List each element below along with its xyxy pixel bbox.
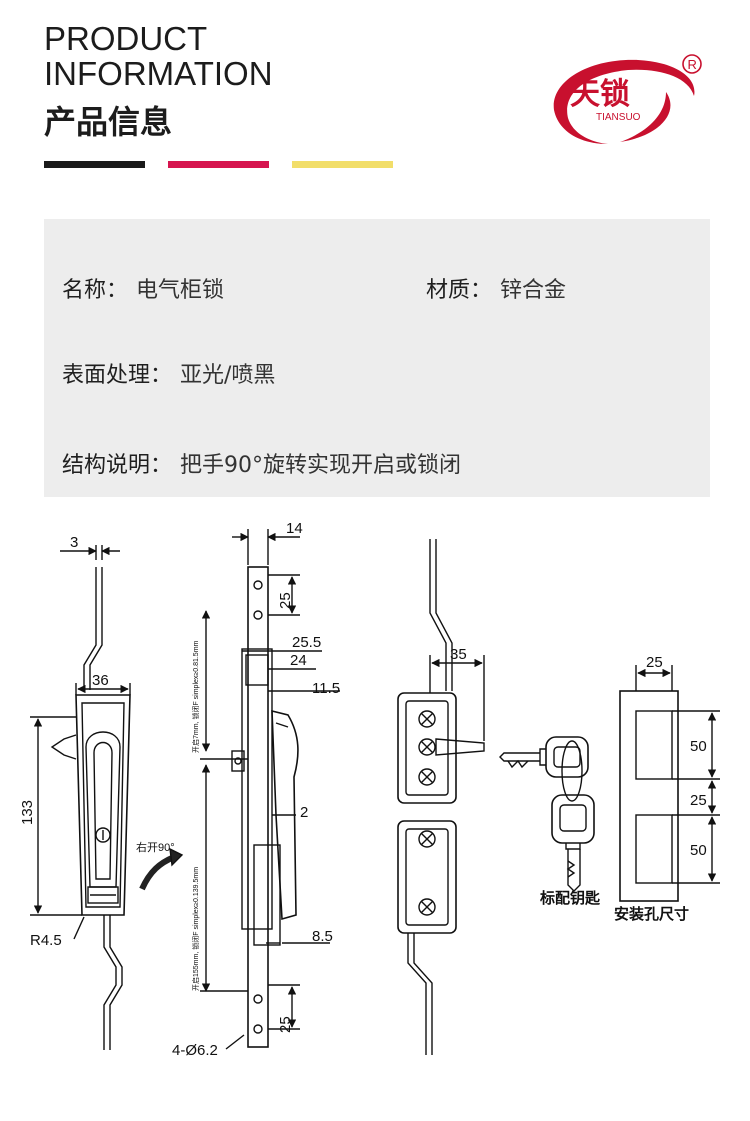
info-panel: 名称： 电气柜锁 材质： 锌合金 表面处理： 亚光/喷黑 结构说明： 把手90°旋转实现… <box>44 219 710 497</box>
mounting-holes <box>619 665 720 902</box>
info-material-row: 材质： 锌合金 <box>426 272 566 304</box>
dim-hole-50b: 50 <box>690 842 707 859</box>
vertical-note-bottom: 开启155mm, 锁闭F simplex≥0.139.5mm <box>191 867 200 991</box>
info-surface-row: 表面处理： 亚光/喷黑 <box>62 357 275 389</box>
info-structure-label: 结构说明： <box>62 453 173 478</box>
info-surface-value: 亚光/喷黑 <box>180 363 276 388</box>
brand-logo: 天锁 TIANSUO R <box>553 54 702 145</box>
info-material-label: 材质： <box>426 278 493 303</box>
rotate-label: 右开90° <box>136 840 175 854</box>
front-view <box>30 545 184 1050</box>
info-name-label: 名称： <box>62 278 129 303</box>
info-name-row: 名称： 电气柜锁 <box>62 272 224 304</box>
hole-label: 安装孔尺寸 <box>614 905 689 923</box>
dim-4-holes: 4-Ø6.2 <box>172 1042 218 1059</box>
dim-2: 2 <box>300 804 308 821</box>
key-label: 标配钥匙 <box>539 889 601 907</box>
dim-25-bottom: 25 <box>277 1016 294 1033</box>
vertical-note-top: 开启7mm, 锁闭F simplex≥0.81.5mm <box>191 640 200 753</box>
info-structure-row: 结构说明： 把手90°旋转实现开启或锁闭 <box>62 447 461 479</box>
info-name-value: 电气柜锁 <box>136 278 225 303</box>
dim-24: 24 <box>290 652 307 669</box>
dim-8-5: 8.5 <box>312 928 333 945</box>
title-en-line1: PRODUCT <box>44 20 208 57</box>
logo-registered-mark: R <box>688 57 697 72</box>
dim-3: 3 <box>70 534 78 551</box>
dim-11-5: 11.5 <box>312 680 340 697</box>
back-view <box>397 539 485 1055</box>
dim-133: 133 <box>19 800 36 825</box>
accent-bar-yellow <box>292 161 393 168</box>
dim-25-5: 25.5 <box>292 634 321 651</box>
keys <box>499 736 595 892</box>
title-cn: 产品信息 <box>44 103 173 141</box>
dim-14: 14 <box>286 520 303 537</box>
side-view <box>200 529 340 1050</box>
logo-brand-en: TIANSUO <box>596 112 641 123</box>
dim-36: 36 <box>92 672 109 689</box>
dim-hole-width: 25 <box>646 654 663 671</box>
dim-25-top: 25 <box>277 592 294 609</box>
dim-hole-25: 25 <box>690 792 707 809</box>
info-structure-value: 把手90°旋转实现开启或锁闭 <box>180 453 462 478</box>
logo-brand-cn: 天锁 <box>570 77 630 112</box>
title-en-line2: INFORMATION <box>44 55 273 92</box>
dim-35: 35 <box>450 646 467 663</box>
dim-r45: R4.5 <box>30 932 62 949</box>
technical-drawing: 3 36 133 R4.5 右开90° 14 25 25.5 24 11.5 2… <box>19 520 720 1059</box>
accent-bar-red <box>168 161 269 168</box>
dim-hole-50a: 50 <box>690 738 707 755</box>
info-material-value: 锌合金 <box>500 278 567 303</box>
accent-bar-black <box>44 161 145 168</box>
info-surface-label: 表面处理： <box>62 363 173 388</box>
